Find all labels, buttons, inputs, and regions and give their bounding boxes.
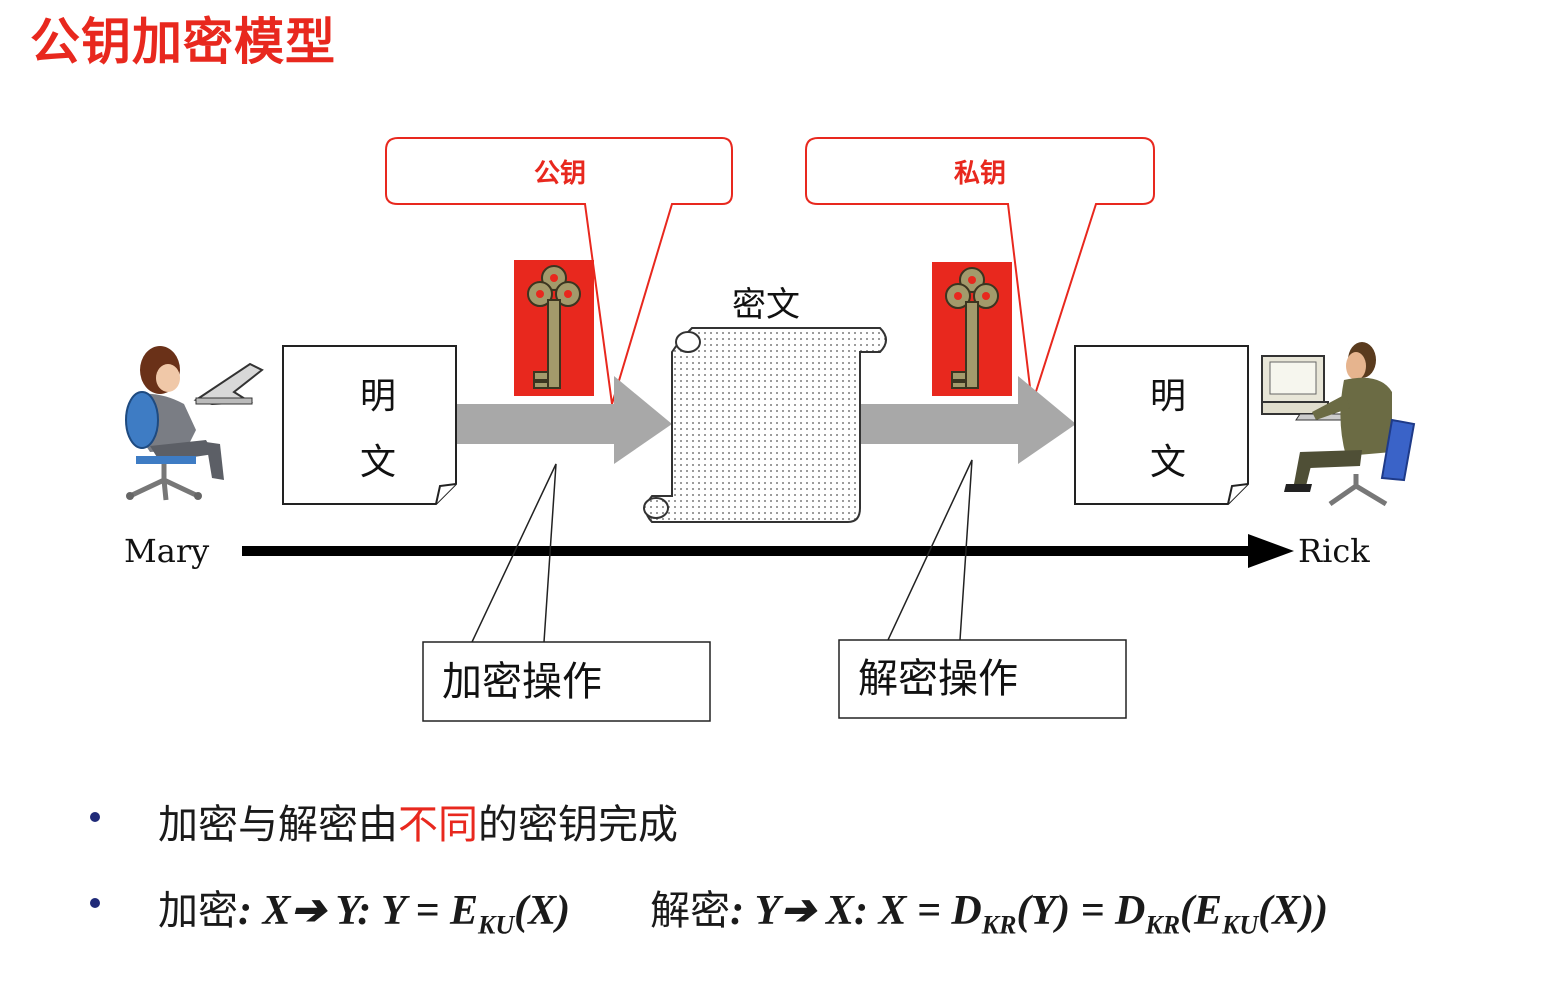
plaintext-char: 明 [360,376,396,417]
encrypt-label: 加密 [158,888,238,934]
decrypt-op-label: 解密操作 [858,656,1018,702]
decrypt-formula: : Y➔ X: X = DKR(Y) = DKR(EKU(X)) [730,888,1329,939]
bullet-text: 加密与解密由不同的密钥完成 [158,792,678,850]
receiver-label: Rick [1298,532,1370,570]
encrypt-op-label: 加密操作 [442,659,602,705]
formula-part: : X➔ Y: Y = E [238,888,479,934]
private-key-callout: 私钥 [805,137,1155,405]
formula-subscript: KR [1145,910,1181,940]
decrypt-label: 解密 [650,888,731,934]
decrypt-flow-arrow [858,376,1076,464]
bullet-text-part: 加密与解密由 [158,802,398,848]
bullet-dot [90,812,100,822]
sender-label: Mary [124,532,209,570]
page-title: 公钥加密模型 [30,13,336,71]
ciphertext-label: 密文 [732,285,800,325]
bullet-dot [90,898,100,908]
formula-part: (X) [514,888,571,934]
formula-subscript: KU [1222,910,1259,940]
woman-at-laptop-icon [125,346,264,501]
public-key-label: 公钥 [534,159,586,189]
plaintext-char: 文 [360,442,396,483]
encrypt-flow-arrow [456,376,672,464]
formula-part: : Y➔ X: X = D [730,888,982,934]
formula-line: 加密: X➔ Y: Y = EKU(X)解密: Y➔ X: X = DKR(Y)… [158,878,1328,940]
plaintext-document-left: 明 文 [282,345,457,505]
man-at-computer-icon [1261,342,1416,507]
encrypt-formula: : X➔ Y: Y = EKU(X) [238,888,571,939]
bullet-highlight: 不同 [398,802,478,848]
key-icon [514,260,594,396]
encrypt-operation-callout: 加密操作 [422,463,711,722]
formula-part: (E [1180,888,1223,934]
private-key-label: 私钥 [954,159,1006,189]
bullet-text-part: 的密钥完成 [478,802,678,848]
scroll-icon: 密文 [643,285,887,523]
key-icon [932,262,1012,396]
decrypt-operation-callout: 解密操作 [838,459,1127,719]
plaintext-document-right: 明 文 [1074,345,1249,505]
formula-part: (X)) [1258,888,1329,934]
timeline-arrowhead [1248,534,1294,568]
formula-subscript: KR [981,910,1017,940]
plaintext-char: 明 [1150,376,1186,417]
public-key-model-diagram: 公钥 私钥 明 [124,137,1416,722]
plaintext-char: 文 [1150,442,1186,483]
formula-subscript: KU [478,910,515,940]
formula-part: (Y) = D [1016,888,1146,934]
public-key-callout: 公钥 [385,137,733,405]
timeline-bar [242,546,1254,556]
